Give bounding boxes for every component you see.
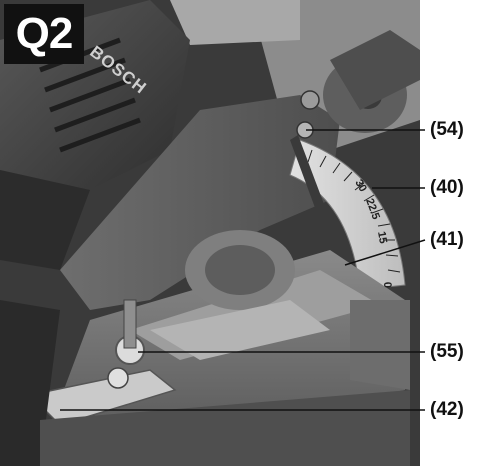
bottom-base — [40, 390, 410, 466]
throat-plate — [150, 300, 330, 360]
callout-leaders — [60, 129, 426, 411]
scale-mark-0: 0 — [381, 282, 393, 289]
scale-mark-30: 30 — [352, 178, 369, 195]
upper-screw — [300, 90, 320, 110]
blade-disc-inner — [205, 245, 275, 295]
figure-label-badge: Q2 — [4, 4, 84, 64]
motor-vents — [39, 37, 141, 153]
callout-41: (41) — [428, 229, 466, 251]
callout-40: (40) — [428, 177, 466, 199]
bevel-scale-ticks — [307, 149, 401, 273]
handle-lever — [330, 30, 420, 110]
callout-42: (42) — [428, 399, 466, 421]
leader-41 — [344, 239, 426, 266]
left-body — [0, 170, 90, 270]
bracket-knob — [107, 367, 129, 389]
base-right-face — [350, 300, 410, 390]
upper-tube — [170, 0, 300, 45]
callout-55: (55) — [428, 341, 466, 363]
scale-pointer — [290, 135, 345, 262]
stop-bolt — [123, 299, 137, 349]
pivot-arm — [60, 95, 340, 310]
scale-mark-15: 15 — [375, 230, 389, 244]
callout-54: (54) — [428, 119, 466, 141]
